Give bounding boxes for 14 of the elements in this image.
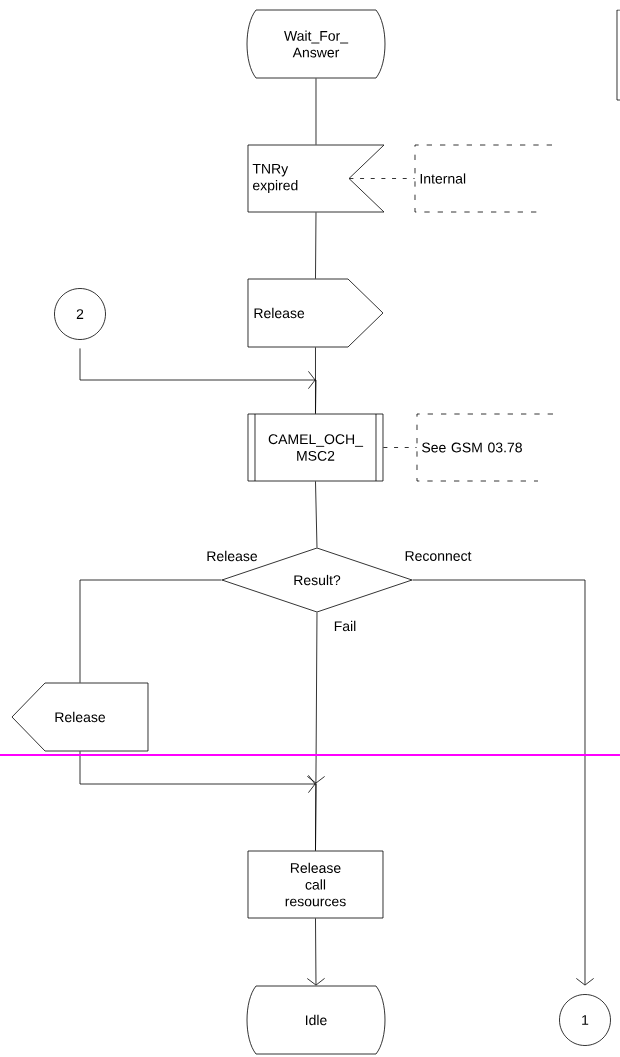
flow-line xyxy=(315,212,317,279)
comment-bracket: Internal xyxy=(414,144,553,213)
flow-line xyxy=(315,481,318,548)
edge-label: Fail xyxy=(334,620,356,632)
task-box: Release call resources xyxy=(247,850,384,919)
flow-line xyxy=(306,918,325,986)
flow-line xyxy=(79,579,222,683)
flow-line xyxy=(383,447,417,448)
flow-line xyxy=(412,579,595,986)
flow-line xyxy=(79,751,317,851)
flow-line xyxy=(315,347,316,414)
procedure-box: CAMEL_OCH_ MSC2 xyxy=(247,413,384,482)
flow-line xyxy=(315,78,317,145)
comment-bracket: See GSM 03.78 xyxy=(416,413,554,482)
